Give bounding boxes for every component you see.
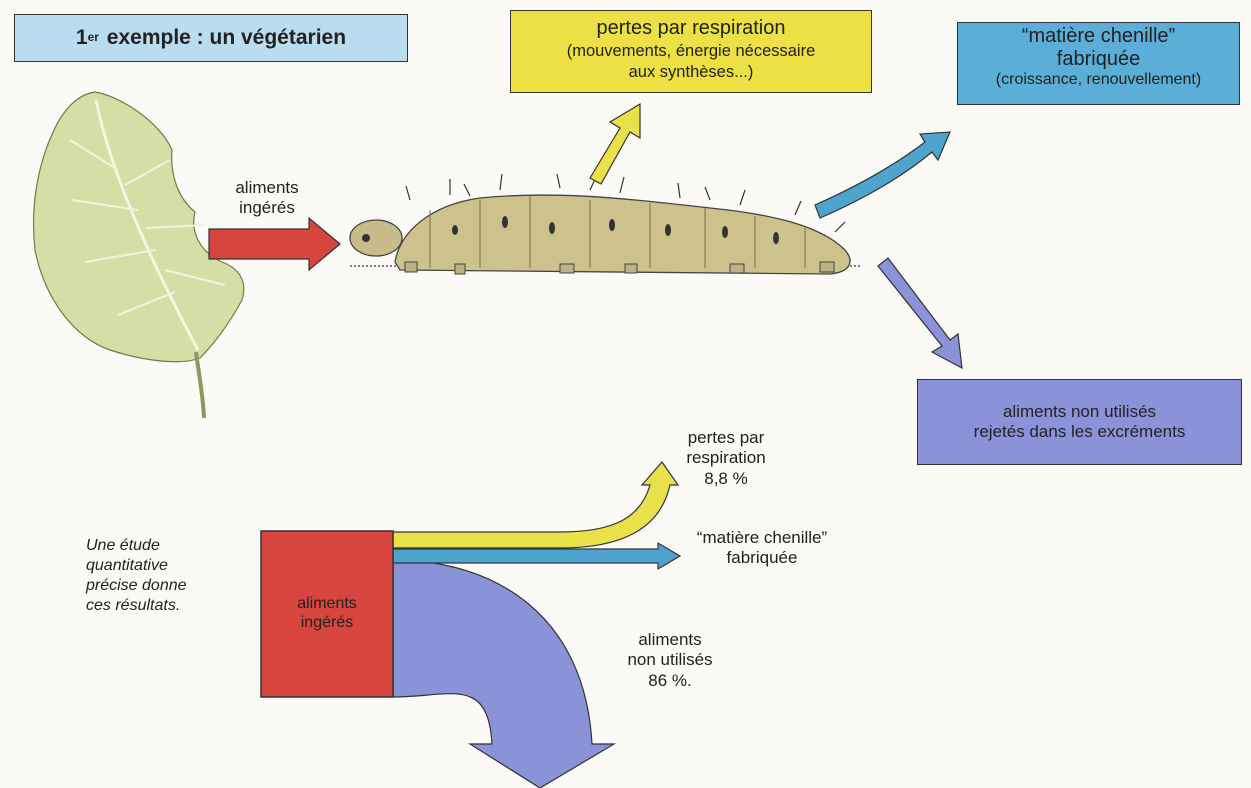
- caterpillar-illustration: [350, 174, 860, 274]
- note-line2: quantitative: [86, 556, 187, 576]
- flow-respiration-line2: respiration: [666, 448, 786, 468]
- respiration-arrow: [590, 104, 640, 184]
- ingested-arrow: [209, 218, 340, 270]
- quantitative-note: Une étude quantitative précise donne ces…: [86, 536, 187, 616]
- rejected-arrow: [878, 258, 962, 368]
- matter-arrow: [815, 132, 950, 218]
- flow-matter-line2: fabriquée: [672, 548, 852, 568]
- ingested-label: aliments ingérés: [222, 178, 312, 219]
- flow-non-utilises-line1: aliments: [610, 630, 730, 650]
- flow-source-line1: aliments: [266, 594, 388, 613]
- flow-source-line2: ingérés: [266, 613, 388, 632]
- flow-non-utilises-arrow: [393, 560, 614, 788]
- flow-source-label: aliments ingérés: [266, 594, 388, 632]
- flow-respiration-arrow: [393, 462, 678, 548]
- note-line3: précise donne: [86, 576, 187, 596]
- flow-non-utilises-label: aliments non utilisés 86 %.: [610, 630, 730, 691]
- note-line1: Une étude: [86, 536, 187, 556]
- flow-respiration-line1: pertes par: [666, 428, 786, 448]
- note-line4: ces résultats.: [86, 596, 187, 616]
- flow-matter-line1: “matière chenille”: [672, 528, 852, 548]
- flow-respiration-value: 8,8 %: [666, 469, 786, 489]
- flow-matter-label: “matière chenille” fabriquée: [672, 528, 852, 569]
- flow-non-utilises-value: 86 %.: [610, 671, 730, 691]
- ingested-label-line2: ingérés: [222, 198, 312, 218]
- flow-respiration-label: pertes par respiration 8,8 %: [666, 428, 786, 489]
- ingested-label-line1: aliments: [222, 178, 312, 198]
- flow-non-utilises-line2: non utilisés: [610, 650, 730, 670]
